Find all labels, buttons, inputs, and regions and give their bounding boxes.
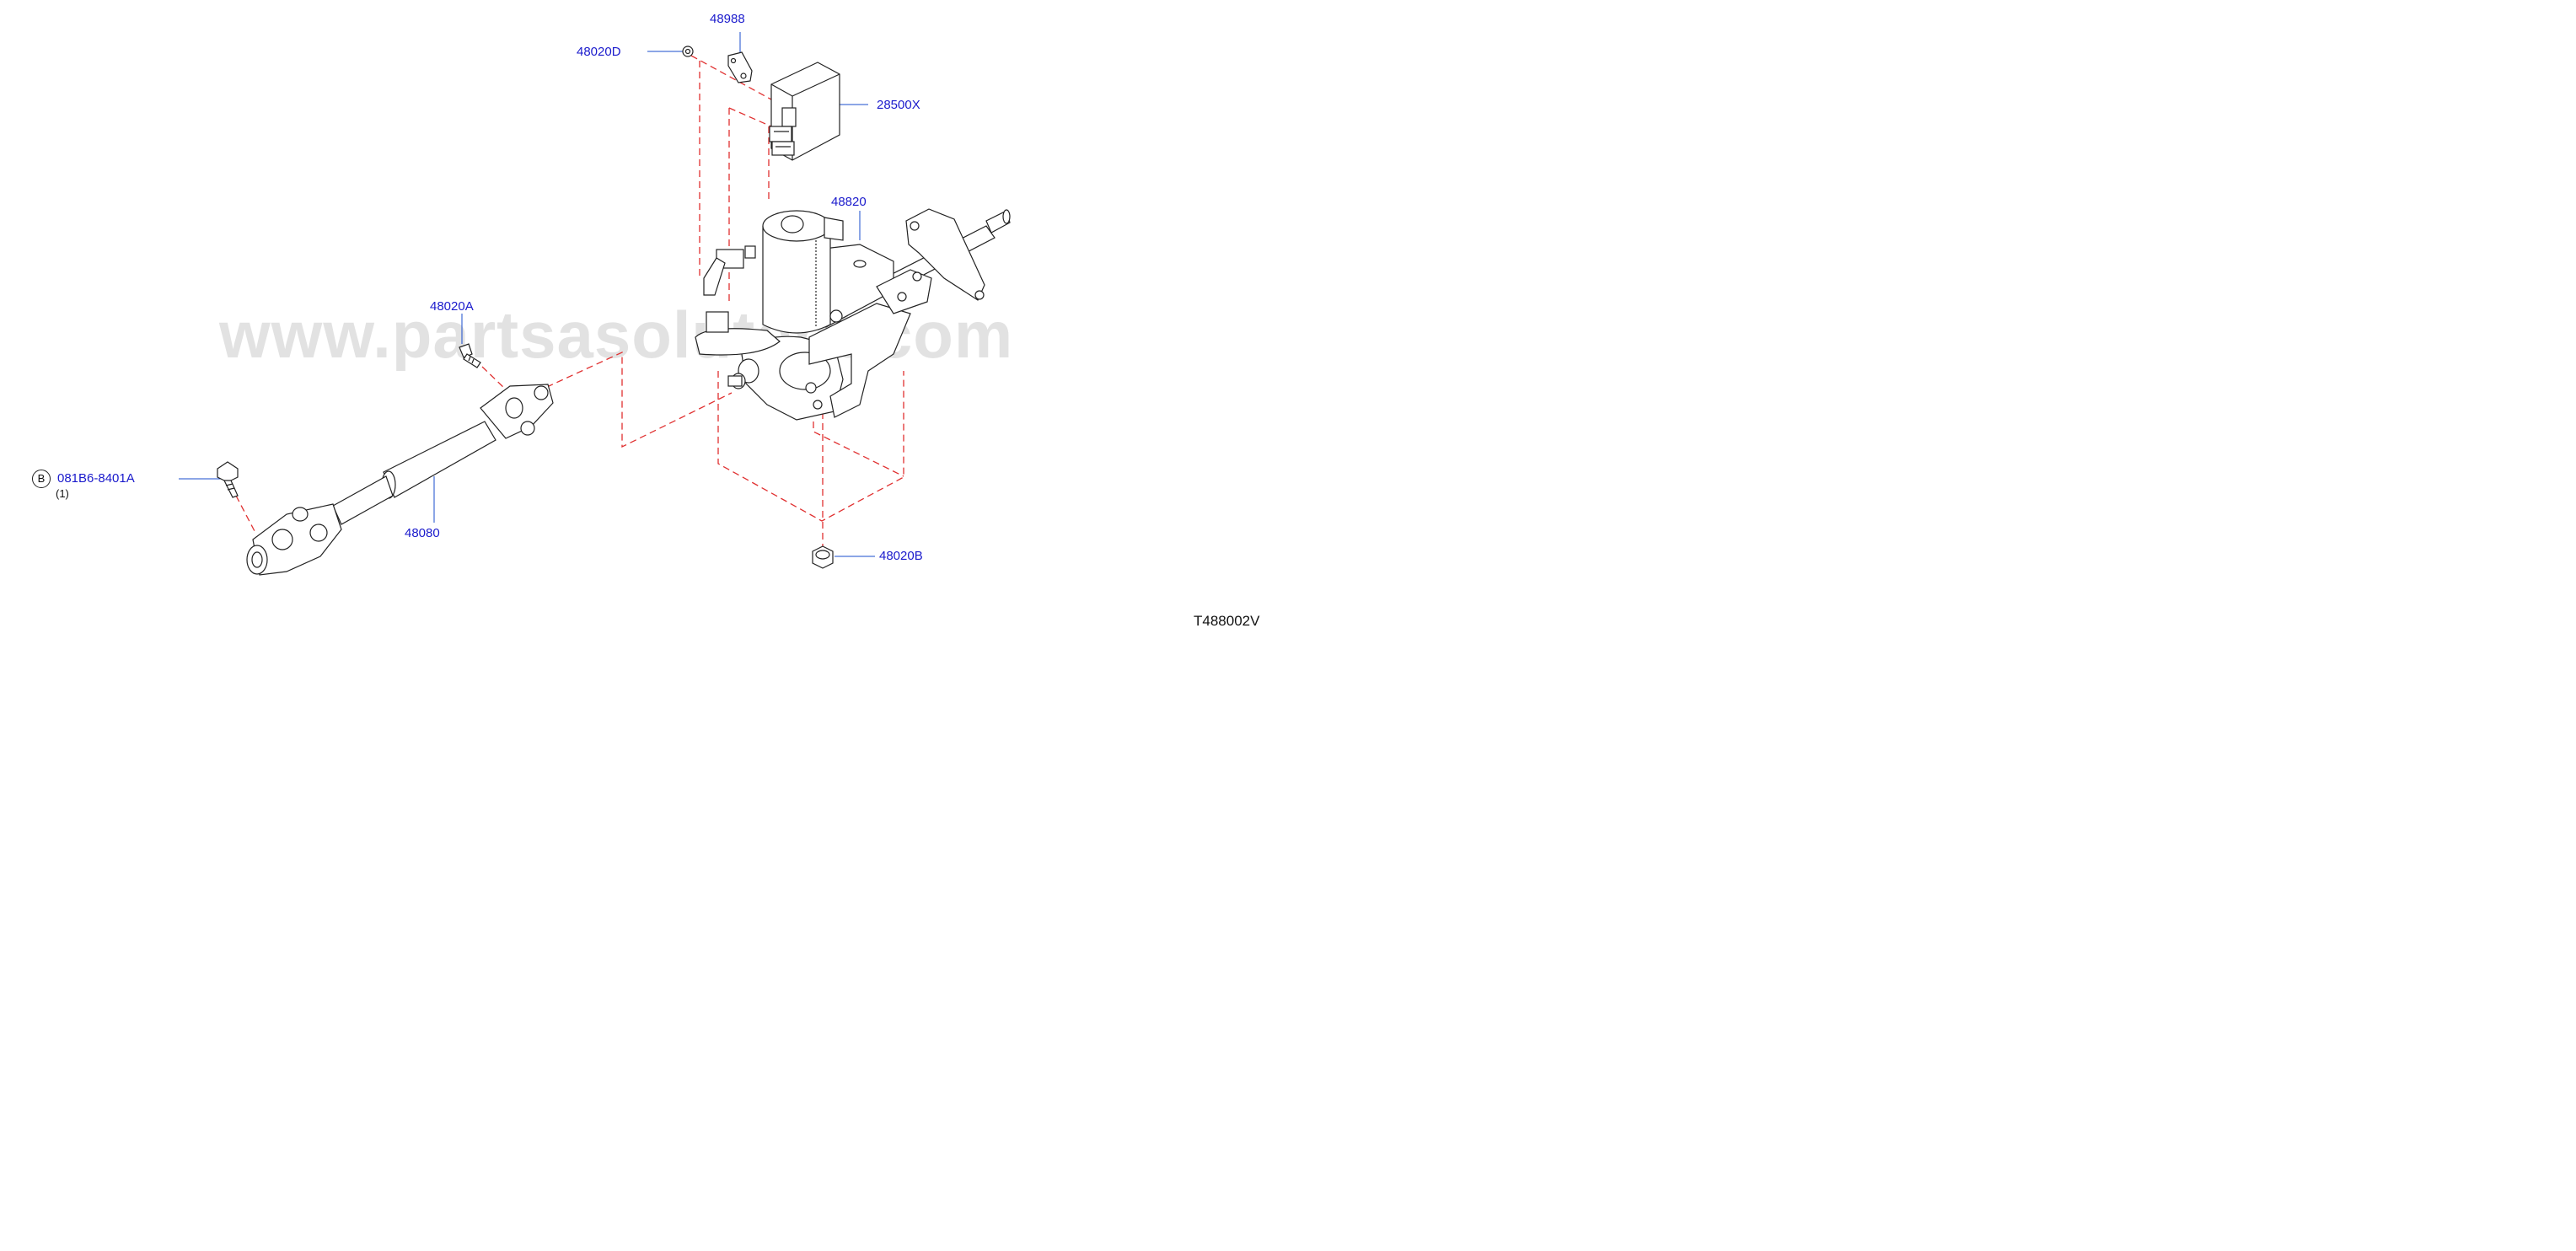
label-bolt-quantity: (1) (56, 487, 69, 500)
label-48020A: 48020A (430, 299, 474, 314)
label-28500X: 28500X (877, 98, 920, 112)
bolt-marker-circle: B (32, 470, 51, 488)
assembly-dashed-lines (235, 55, 904, 548)
label-48820: 48820 (831, 195, 867, 209)
label-081B6-8401A: 081B6-8401A (57, 471, 135, 486)
part-48020B-nut (812, 545, 834, 569)
part-081B6-8401A-bolt (217, 461, 239, 498)
parts-diagram: www.partsasolutent.com (0, 0, 1322, 647)
diagram-drawing (179, 32, 1011, 576)
label-48080: 48080 (405, 526, 440, 540)
label-48020D: 48020D (577, 45, 621, 59)
part-48020A-bolt (459, 343, 481, 368)
part-48988-bracket (727, 51, 753, 83)
part-48080-intermediate-shaft (246, 384, 554, 576)
part-28500X-control-unit (769, 62, 840, 161)
part-48820-steering-column (695, 208, 1011, 421)
diagram-code: T488002V (1194, 613, 1260, 629)
part-48020D-nut (682, 46, 694, 57)
label-48988: 48988 (710, 12, 745, 26)
label-48020B: 48020B (879, 549, 923, 563)
leader-lines (179, 32, 875, 557)
